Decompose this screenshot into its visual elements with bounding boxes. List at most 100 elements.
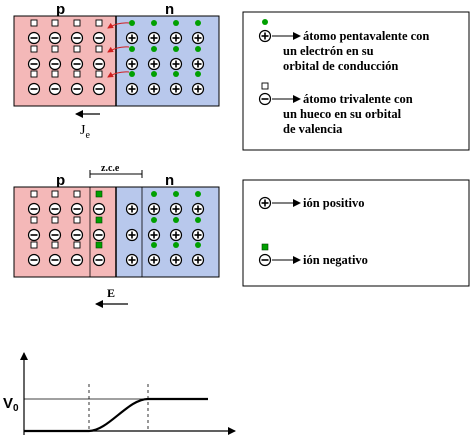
positive-ion-label: ión positivo bbox=[303, 196, 364, 210]
electron bbox=[151, 20, 157, 26]
hole bbox=[30, 19, 38, 27]
positive-ion bbox=[169, 82, 183, 96]
hole bbox=[51, 190, 59, 198]
positive-ion bbox=[191, 228, 205, 242]
hole bbox=[95, 19, 103, 27]
negative-ion bbox=[70, 228, 84, 242]
positive-ion bbox=[147, 253, 161, 267]
mid-n-atoms bbox=[125, 191, 205, 267]
top-n-atoms bbox=[125, 20, 205, 96]
negative-ion bbox=[70, 253, 84, 267]
electron bbox=[195, 20, 201, 26]
electron bbox=[195, 242, 201, 248]
top-p-atoms bbox=[27, 19, 106, 96]
positive-ion bbox=[169, 31, 183, 45]
hole bbox=[73, 241, 81, 249]
negative-ion bbox=[92, 31, 106, 45]
positive-ion bbox=[147, 228, 161, 242]
current-label: Je bbox=[80, 123, 90, 141]
negative-ion bbox=[70, 57, 84, 71]
negative-ion bbox=[48, 82, 62, 96]
v0-label: V0 bbox=[3, 395, 19, 414]
diffusion-arrows bbox=[107, 22, 130, 78]
electron bbox=[129, 71, 135, 77]
positive-ion bbox=[125, 57, 139, 71]
top-p-label: p bbox=[56, 1, 65, 18]
positive-ion bbox=[147, 202, 161, 216]
negative-ion bbox=[48, 228, 62, 242]
trivalent-line-1: átomo trivalente con bbox=[303, 92, 413, 106]
hole bbox=[30, 241, 38, 249]
negative-ion bbox=[70, 82, 84, 96]
hole bbox=[30, 216, 38, 224]
hole bbox=[30, 190, 38, 198]
electron-icon bbox=[262, 19, 268, 25]
electron bbox=[151, 71, 157, 77]
pentavalent-line-3: orbital de conducción bbox=[283, 59, 398, 73]
positive-ion bbox=[125, 31, 139, 45]
negative-ion bbox=[92, 57, 106, 71]
hole bbox=[51, 216, 59, 224]
negative-ion bbox=[92, 228, 106, 242]
legend-dopants: átomo pentavalente con un electrón en su… bbox=[242, 11, 470, 151]
electron bbox=[195, 191, 201, 197]
positive-ion-icon bbox=[258, 196, 272, 210]
hole bbox=[30, 70, 38, 78]
negative-ion bbox=[48, 57, 62, 71]
positive-ion bbox=[147, 31, 161, 45]
negative-ion-label: ión negativo bbox=[303, 253, 368, 267]
negative-ion-icon bbox=[258, 92, 272, 106]
mid-n-label: n bbox=[165, 172, 174, 189]
hole bbox=[73, 19, 81, 27]
positive-ion bbox=[169, 253, 183, 267]
hole bbox=[30, 45, 38, 53]
negative-ion bbox=[70, 31, 84, 45]
positive-ion bbox=[191, 31, 205, 45]
diffusion-arrow bbox=[107, 22, 130, 29]
captured-electron bbox=[95, 241, 103, 249]
electron bbox=[151, 217, 157, 223]
mid-junction: p n z.c.e E bbox=[13, 163, 220, 308]
electron bbox=[173, 46, 179, 52]
captured-electron bbox=[95, 216, 103, 224]
electron bbox=[173, 71, 179, 77]
positive-ion bbox=[191, 82, 205, 96]
negative-ion bbox=[70, 202, 84, 216]
positive-ion bbox=[125, 228, 139, 242]
negative-ion bbox=[92, 202, 106, 216]
potential-graph: V0 bbox=[3, 352, 236, 435]
hole bbox=[73, 216, 81, 224]
captured-electron-icon bbox=[261, 243, 269, 251]
legend-box bbox=[242, 11, 470, 151]
negative-ion bbox=[27, 57, 41, 71]
negative-ion bbox=[27, 202, 41, 216]
hole bbox=[51, 19, 59, 27]
hole-icon bbox=[261, 82, 269, 90]
negative-ion bbox=[92, 82, 106, 96]
positive-ion bbox=[125, 202, 139, 216]
electron bbox=[173, 191, 179, 197]
positive-ion-icon bbox=[258, 29, 272, 43]
hole bbox=[73, 190, 81, 198]
electron bbox=[195, 46, 201, 52]
top-junction: p n Je bbox=[13, 1, 220, 141]
diffusion-arrow bbox=[107, 46, 130, 53]
pentavalent-line-2: un electrón en su bbox=[283, 44, 374, 58]
negative-ion bbox=[27, 82, 41, 96]
electron bbox=[151, 242, 157, 248]
captured-electron bbox=[95, 190, 103, 198]
electron bbox=[129, 20, 135, 26]
pentavalent-line-1: átomo pentavalente con bbox=[303, 29, 429, 43]
electron bbox=[195, 217, 201, 223]
electron bbox=[173, 242, 179, 248]
positive-ion bbox=[191, 57, 205, 71]
positive-ion bbox=[169, 57, 183, 71]
potential-curve bbox=[24, 397, 208, 433]
negative-ion bbox=[27, 253, 41, 267]
negative-ion bbox=[27, 31, 41, 45]
zce-label: z.c.e bbox=[101, 163, 120, 174]
negative-ion bbox=[48, 253, 62, 267]
negative-ion bbox=[92, 253, 106, 267]
hole bbox=[73, 70, 81, 78]
